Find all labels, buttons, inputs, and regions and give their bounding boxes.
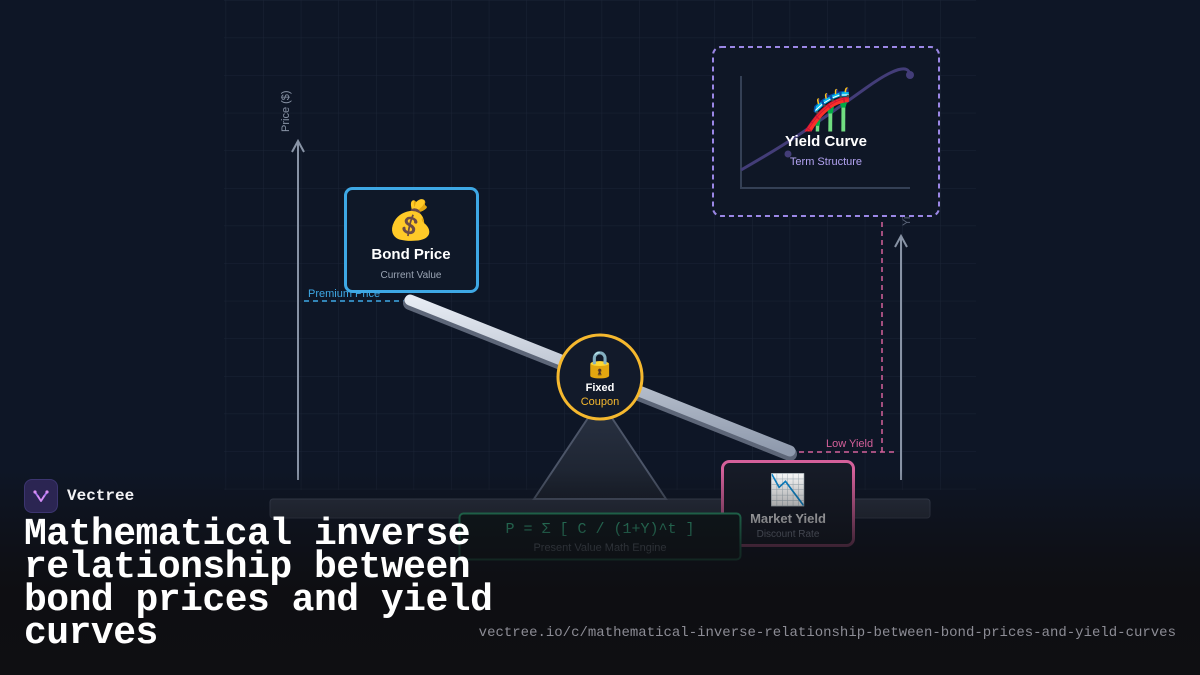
brand-name: Vectree [67, 487, 135, 505]
money-bag-icon: 💰 [387, 198, 434, 243]
low-yield-label: Low Yield [826, 438, 873, 450]
yield-curve-axes [740, 76, 910, 189]
price-axis: Price ($) [280, 90, 305, 480]
lock-icon: 🔒 [584, 350, 616, 380]
pivot-title: Fixed [586, 382, 615, 394]
pivot-subtitle: Coupon [581, 396, 620, 408]
formula-caption: Present Value Math Engine [533, 542, 666, 554]
yield-curve-point [784, 150, 792, 158]
bond-price-card: 💰 Bond Price Current Value [344, 187, 479, 293]
yield-curve-line [740, 67, 912, 172]
fixed-coupon-pivot: 🔒 Fixed Coupon [556, 333, 644, 421]
chart-decreasing-icon: 📉 [769, 472, 806, 508]
vectree-logo-icon [24, 479, 58, 513]
price-axis-label: Price ($) [280, 90, 292, 132]
page-title: Mathematical inverse relationship betwee… [24, 513, 493, 655]
roller-coaster-icon: 🎢 [802, 86, 852, 133]
yield-curve-point [906, 71, 914, 79]
bond-price-subtitle: Current Value [381, 270, 442, 281]
yield-curve-title: Yield Curve [785, 133, 867, 150]
page-url[interactable]: vectree.io/c/mathematical-inverse-relati… [478, 625, 1176, 641]
brand[interactable]: Vectree [24, 479, 134, 513]
market-yield-card: 📉 Market Yield Discount Rate [721, 460, 855, 547]
yield-curve-subtitle: Term Structure [790, 156, 862, 168]
bond-price-title: Bond Price [371, 246, 450, 263]
market-yield-subtitle: Discount Rate [757, 529, 820, 540]
yield-curve-card: 🎢 Yield Curve Term Structure [712, 46, 940, 217]
yield-axis-arrow-icon [894, 233, 908, 248]
market-yield-title: Market Yield [750, 511, 826, 526]
price-axis-arrow-icon [291, 138, 305, 153]
